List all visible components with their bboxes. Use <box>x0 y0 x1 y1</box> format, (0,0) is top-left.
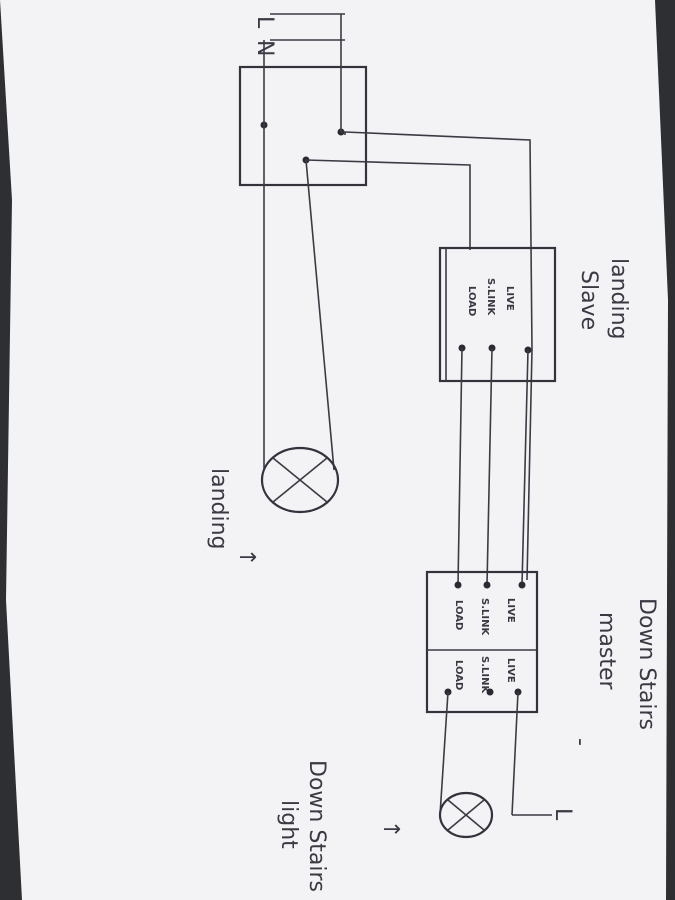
lamp-cross-line <box>447 799 485 831</box>
lamp-cross-line <box>272 457 328 503</box>
downstairs-light-title: Down Stairs <box>304 760 329 892</box>
live-wire-link <box>521 349 529 586</box>
downstairs-master-switch <box>425 570 539 714</box>
downstairs-master-title: Down Stairs <box>634 598 659 730</box>
switched-wire <box>305 159 471 250</box>
master-terminal-live-2: LIVE <box>505 658 516 683</box>
downstairs-live-label: L <box>550 808 575 821</box>
lamp-switched-wire <box>305 159 335 471</box>
master-terminal-dot <box>486 688 494 696</box>
master-terminal-dot <box>454 581 462 589</box>
master-dash-mark: - <box>568 738 593 746</box>
landing-slave-switch <box>438 246 557 383</box>
master-terminal-slink-2: S.LINK <box>479 656 490 694</box>
slave-terminal-slink: S.LINK <box>485 278 496 316</box>
landing-light-symbol <box>260 446 340 514</box>
downstairs-neutral-wire <box>511 691 519 816</box>
downstairs-master-subtitle: master <box>594 612 619 691</box>
landing-light-label: landing <box>206 468 231 550</box>
master-terminal-load-2: LOAD <box>453 660 464 690</box>
supply-live-label: L <box>252 16 277 29</box>
downstairs-light-symbol <box>438 791 494 839</box>
downstairs-light-subtitle: light <box>276 800 301 849</box>
live-feed-wire <box>341 131 533 581</box>
master-terminal-dot <box>483 581 491 589</box>
master-terminal-slink-1: S.LINK <box>479 598 490 636</box>
load-wire <box>457 347 463 586</box>
downstairs-load-wire <box>439 691 449 816</box>
landing-slave-subtitle: Slave <box>576 270 601 330</box>
slave-terminal-live: LIVE <box>504 286 515 311</box>
master-terminal-load-1: LOAD <box>453 600 464 630</box>
junction-box <box>238 65 368 187</box>
downstairs-light-arrow: ↑ <box>378 820 403 838</box>
slink-wire <box>486 347 493 586</box>
landing-slave-title: landing <box>606 258 631 340</box>
master-terminal-live-1: LIVE <box>505 598 516 623</box>
master-terminal-dot <box>518 581 526 589</box>
landing-light-arrow: ↑ <box>234 548 259 566</box>
slave-terminal-load: LOAD <box>466 286 477 316</box>
